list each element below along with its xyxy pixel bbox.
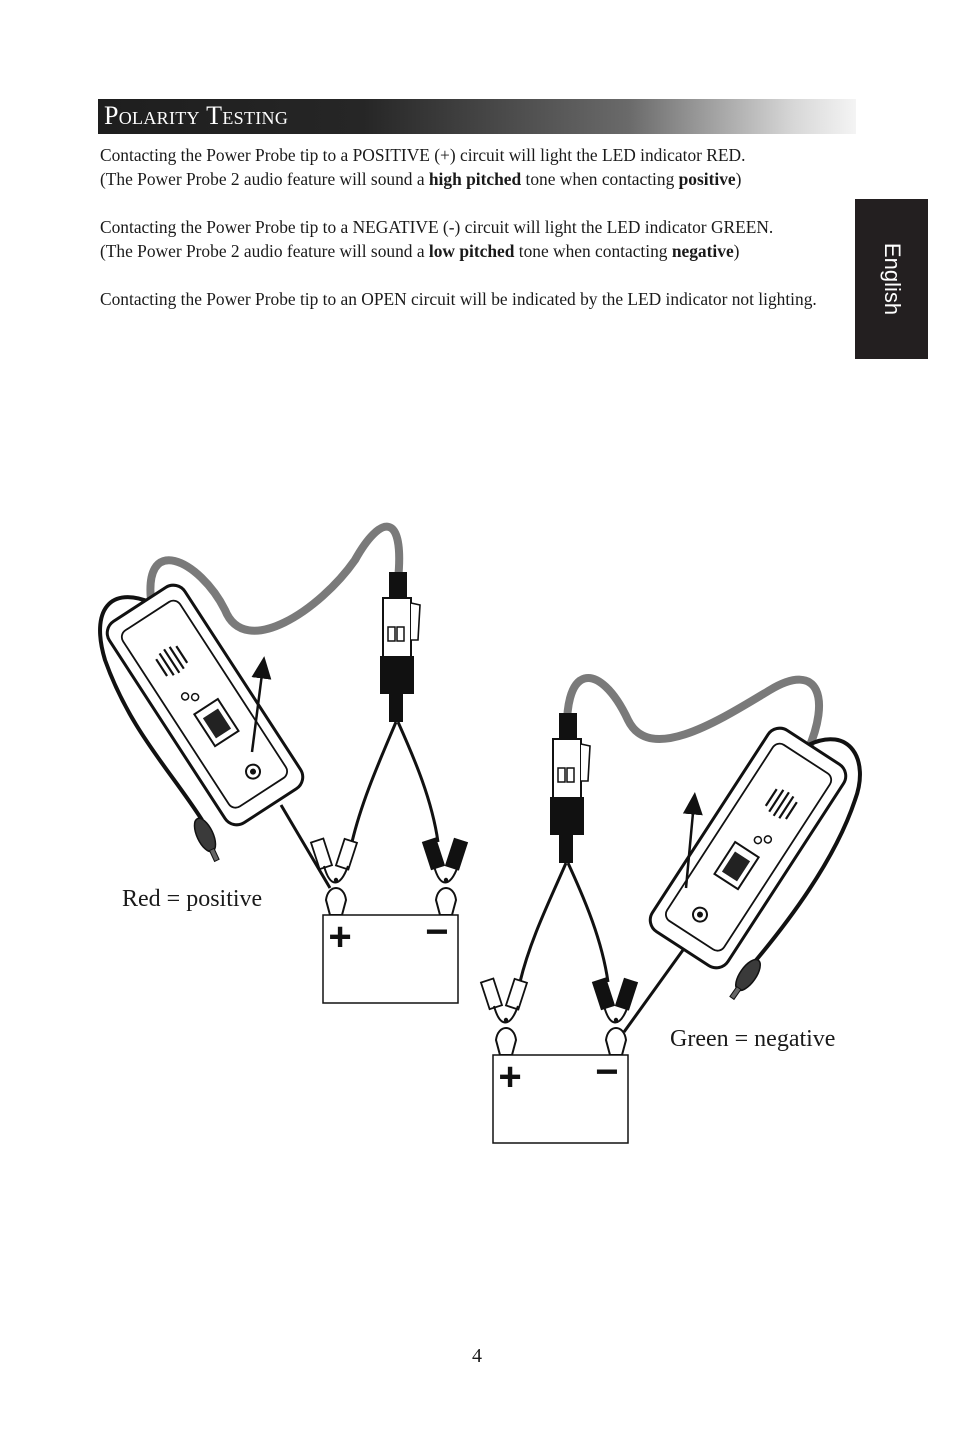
instructions-text: Contacting the Power Probe tip to a POSI… xyxy=(100,143,860,335)
paragraph-open: Contacting the Power Probe tip to an OPE… xyxy=(100,287,860,311)
battery-clamp-positive-right xyxy=(479,977,529,1056)
positive-line-2a: (The Power Probe 2 audio feature will so… xyxy=(100,169,429,189)
battery-minus-left: − xyxy=(425,910,448,954)
speaker-grille-left xyxy=(155,645,189,677)
battery-lead-black-right xyxy=(566,862,610,983)
probe-negative-group: + − xyxy=(479,674,862,1144)
battery-left xyxy=(322,914,459,1004)
ground-lead-left xyxy=(98,595,204,822)
battery-minus-right: − xyxy=(595,1050,618,1094)
probe-tip-left xyxy=(279,804,332,889)
battery-clamp-positive-left xyxy=(309,837,359,916)
ground-clip-right xyxy=(729,958,761,1001)
led-arrow-right xyxy=(682,792,703,889)
battery-lead-black-left xyxy=(396,721,440,843)
led-arrow-left xyxy=(250,656,272,753)
battery-lead-red-right xyxy=(518,862,568,983)
positive-line-2c: tone when contacting xyxy=(521,169,679,189)
ground-lead-right xyxy=(750,737,862,967)
ground-clip-left xyxy=(193,817,220,863)
probe-body-left xyxy=(105,583,305,827)
battery-plus-right: + xyxy=(498,1055,521,1099)
paragraph-negative: Contacting the Power Probe tip to a NEGA… xyxy=(100,215,860,263)
language-tab-label: English xyxy=(879,242,905,316)
probe-positive-group: + − xyxy=(98,522,469,1004)
battery-clamp-negative-right xyxy=(591,977,639,1056)
positive-line-1: Contacting the Power Probe tip to a POSI… xyxy=(100,145,746,165)
polarity-illustration: + − xyxy=(98,522,862,1144)
negative-line-2e: ) xyxy=(733,241,740,261)
probe-body-right xyxy=(648,726,848,970)
negative-emphasis: negative xyxy=(671,241,734,261)
low-pitched-emphasis: low pitched xyxy=(428,241,515,261)
battery-plus-left: + xyxy=(328,915,351,959)
power-connector-right xyxy=(550,713,591,863)
paragraph-positive: Contacting the Power Probe tip to a POSI… xyxy=(100,143,860,191)
high-pitched-emphasis: high pitched xyxy=(428,169,522,189)
page-number: 4 xyxy=(472,1345,482,1367)
probe-tip-right xyxy=(622,949,685,1033)
positive-emphasis: positive xyxy=(678,169,736,189)
speaker-grille-right xyxy=(764,788,798,820)
battery-right xyxy=(492,1054,629,1144)
caption-green-negative: Green = negative xyxy=(670,1026,836,1052)
positive-line-2e: ) xyxy=(735,169,742,189)
section-title-bar: Polarity Testing xyxy=(98,99,856,134)
probe-cable-right xyxy=(562,674,823,754)
section-title: Polarity Testing xyxy=(104,101,289,130)
negative-line-2c: tone when contacting xyxy=(514,241,672,261)
probe-cable-left xyxy=(146,522,404,635)
power-connector-left xyxy=(380,572,421,722)
open-circuit-text: Contacting the Power Probe tip to an OPE… xyxy=(100,289,817,309)
battery-clamp-negative-left xyxy=(421,837,469,916)
language-tab: English xyxy=(855,199,928,359)
negative-line-2a: (The Power Probe 2 audio feature will so… xyxy=(100,241,429,261)
battery-lead-red-left xyxy=(350,721,398,843)
caption-red-positive: Red = positive xyxy=(122,886,263,912)
negative-line-1: Contacting the Power Probe tip to a NEGA… xyxy=(100,217,774,237)
